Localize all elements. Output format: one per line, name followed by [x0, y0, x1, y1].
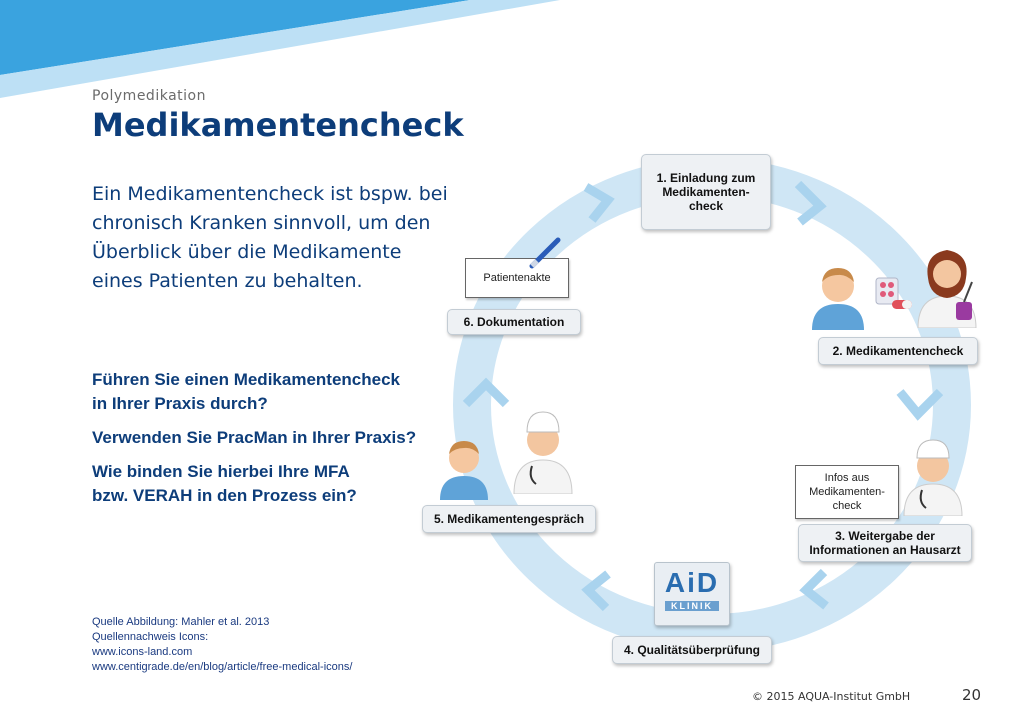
question-item: Führen Sie einen Medikamentencheck in Ih… [92, 370, 400, 413]
cycle-arrow-icon [799, 568, 829, 610]
source-line: Quelle Abbildung: Mahler et al. 2013 [92, 616, 270, 628]
source-line: Quellennachweis Icons: [92, 631, 209, 643]
doctor-icon [903, 439, 963, 516]
cycle-arrow-icon [583, 183, 615, 223]
slide-topic: Polymedikation [92, 88, 206, 104]
source-link[interactable]: www.icons-land.com [92, 646, 193, 658]
patient-icon [812, 268, 864, 330]
step-medication-check: 2. Medikamentencheck [818, 337, 978, 365]
cycle-arrow-icon [581, 570, 611, 612]
info-document: Infos aus Medikamenten- check [795, 465, 899, 519]
cycle-arrow-icon [896, 388, 944, 421]
source-link[interactable]: www.centigrade.de/en/blog/article/free-m… [92, 661, 353, 673]
step-information-transfer: 3. Weitergabe der Informationen an Hausa… [798, 524, 972, 562]
patient-file-document: Patientenakte [465, 258, 569, 298]
pen-icon [529, 237, 561, 269]
aid-klinik-logo: AiD KLINIK [654, 562, 730, 626]
header-band [0, 0, 560, 98]
step-medication-talk: 5. Medikamentengespräch [422, 505, 596, 533]
doctor-icon [513, 411, 573, 494]
slide-title: Medikamentencheck [92, 106, 464, 144]
question-item: Verwenden Sie PracMan in Ihrer Praxis? [92, 428, 417, 447]
pills-icon [875, 277, 912, 309]
page-number: 20 [962, 686, 982, 704]
step-documentation: 6. Dokumentation [447, 309, 581, 335]
logo-subtext: KLINIK [665, 601, 719, 611]
step-quality-check: 4. Qualitätsüberprüfung [612, 636, 772, 664]
footer-copyright: © 2015 AQUA-Institut GmbH [752, 690, 911, 703]
cycle-arrow-icon [462, 377, 510, 408]
patient-icon [440, 441, 488, 500]
intro-text: Ein Medikamentencheck ist bspw. bei chro… [92, 183, 448, 292]
sources: Quelle Abbildung: Mahler et al. 2013 Que… [92, 615, 352, 675]
question-list: Führen Sie einen Medikamentencheck in Ih… [92, 368, 462, 518]
question-item: Wie binden Sie hierbei Ihre MFA bzw. VER… [92, 462, 357, 505]
step-invitation: 1. Einladung zum Medikamenten- check [641, 154, 771, 230]
logo-letters: AiD [664, 567, 720, 598]
cycle-arrow-icon [794, 180, 827, 226]
female-doctor-icon [917, 250, 977, 328]
